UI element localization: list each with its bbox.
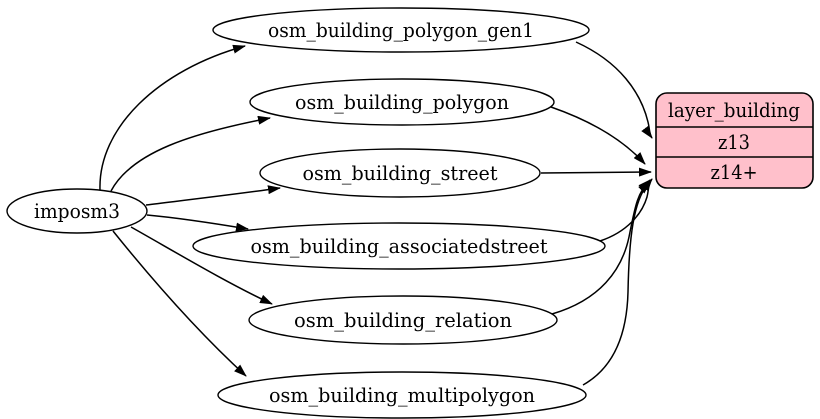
- edge-osm-building-polygon-gen1-to-layer-z13: [575, 41, 653, 139]
- osm-building-polygon-gen1-ellipse: [212, 7, 590, 53]
- layer-building-row-z13: z13: [718, 130, 750, 154]
- osm-building-relation-label: osm_building_relation: [294, 308, 512, 332]
- osm-building-relation-ellipse: [248, 295, 558, 345]
- imposm3-label: imposm3: [34, 199, 120, 223]
- edge-osm-building-multipolygon-to-layer-z14: [582, 181, 651, 386]
- edge-osm-building-relation-to-layer-z14: [551, 179, 651, 315]
- node-osm-building-polygon-gen1: osm_building_polygon_gen1: [212, 7, 590, 53]
- node-layer-building: layer_building z13 z14+: [655, 92, 814, 189]
- layer-building-box: [655, 92, 814, 189]
- osm-building-multipolygon-ellipse: [217, 371, 587, 419]
- layer-building-row-z14: z14+: [711, 160, 758, 184]
- node-osm-building-relation: osm_building_relation: [248, 295, 558, 345]
- edge-imposm3-to-osm-building-associatedstreet: [146, 214, 249, 232]
- osm-building-associatedstreet-label: osm_building_associatedstreet: [251, 234, 548, 258]
- edge-imposm3-to-osm-building-polygon-gen1: [99, 44, 246, 191]
- edge-imposm3-to-osm-building-polygon: [110, 115, 271, 192]
- osm-building-multipolygon-label: osm_building_multipolygon: [269, 383, 535, 407]
- imposm3-ellipse: [6, 188, 148, 234]
- edge-imposm3-to-osm-building-multipolygon: [112, 230, 247, 377]
- node-osm-building-multipolygon: osm_building_multipolygon: [217, 371, 587, 419]
- node-imposm3: imposm3: [6, 188, 148, 234]
- edge-imposm3-to-osm-building-street: [145, 185, 281, 206]
- osm-building-street-label: osm_building_street: [303, 161, 498, 185]
- osm-building-polygon-label: osm_building_polygon: [295, 90, 509, 114]
- edge-imposm3-to-osm-building-relation: [130, 226, 273, 305]
- osm-building-street-ellipse: [259, 148, 541, 198]
- osm-building-polygon-ellipse: [249, 78, 555, 126]
- osm-building-associatedstreet-ellipse: [192, 222, 606, 270]
- node-osm-building-associatedstreet: osm_building_associatedstreet: [192, 222, 606, 270]
- edge-osm-building-street-to-layer-z14: [540, 167, 652, 177]
- node-osm-building-polygon: osm_building_polygon: [249, 78, 555, 126]
- node-osm-building-street: osm_building_street: [259, 148, 541, 198]
- edge-osm-building-polygon-to-layer-z14: [550, 106, 646, 165]
- osm-building-polygon-gen1-label: osm_building_polygon_gen1: [268, 18, 534, 42]
- layer-building-title: layer_building: [668, 98, 800, 122]
